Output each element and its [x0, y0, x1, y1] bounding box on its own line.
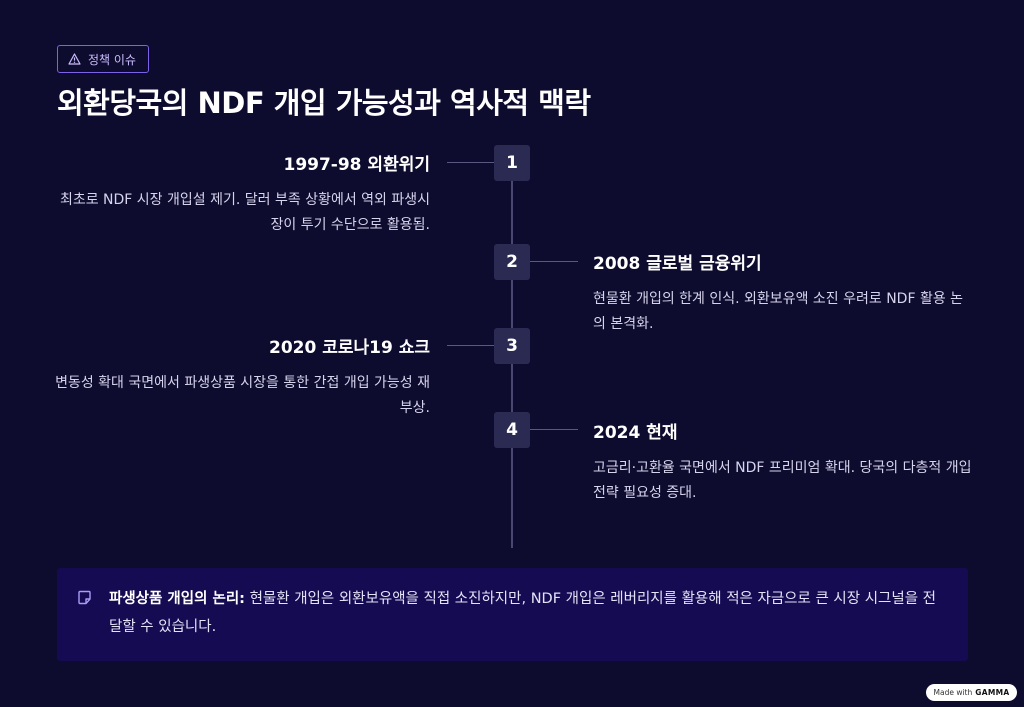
event-description: 최초로 NDF 시장 개입설 제기. 달러 부족 상황에서 역외 파생시장이 투… [59, 192, 430, 233]
page-title: 외환당국의 NDF 개입 가능성과 역사적 맥락 [57, 86, 591, 120]
note-icon [77, 590, 92, 661]
callout-label: 파생상품 개입의 논리: [109, 591, 245, 607]
timeline-connector [447, 162, 495, 163]
event-title: 2024 현재 [593, 423, 678, 443]
logic-callout: 파생상품 개입의 논리: 현물환 개입은 외환보유액을 직접 소진하지만, ND… [57, 568, 968, 661]
timeline-connector [530, 429, 578, 430]
timeline-connector [530, 261, 578, 262]
timeline-marker-1: 1 [494, 145, 530, 181]
timeline-marker-3: 3 [494, 328, 530, 364]
timeline-marker-2: 2 [494, 244, 530, 280]
event-title: 2020 코로나19 쇼크 [268, 338, 430, 358]
made-with-label: Made with [933, 688, 973, 697]
callout-body: 현물환 개입은 외환보유액을 직접 소진하지만, NDF 개입은 레버리지를 활… [109, 591, 937, 635]
callout-text: 파생상품 개입의 논리: 현물환 개입은 외환보유액을 직접 소진하지만, ND… [109, 585, 946, 661]
timeline-event-3: 2020 코로나19 쇼크 변동성 확대 국면에서 파생상품 시장을 통한 간접… [50, 333, 430, 421]
event-description: 현물환 개입의 한계 인식. 외환보유액 소진 우려로 NDF 활용 논의 본격… [593, 291, 964, 332]
event-description: 고금리·고환율 국면에서 NDF 프리미엄 확대. 당국의 다층적 개입 전략 … [593, 460, 972, 501]
gamma-logo: GAMMA [975, 688, 1010, 697]
made-with-gamma-badge[interactable]: Made with GAMMA [926, 684, 1017, 701]
timeline-marker-4: 4 [494, 412, 530, 448]
timeline-event-1: 1997-98 외환위기 최초로 NDF 시장 개입설 제기. 달러 부족 상황… [50, 150, 430, 238]
event-title: 1997-98 외환위기 [283, 155, 430, 175]
warning-icon [68, 53, 81, 65]
timeline-connector [447, 345, 495, 346]
timeline-event-2: 2008 글로벌 금융위기 현물환 개입의 한계 인식. 외환보유액 소진 우려… [593, 249, 973, 337]
badge-label: 정책 이슈 [88, 52, 136, 67]
policy-issue-badge: 정책 이슈 [57, 45, 149, 73]
timeline-event-4: 2024 현재 고금리·고환율 국면에서 NDF 프리미엄 확대. 당국의 다층… [593, 418, 973, 506]
event-description: 변동성 확대 국면에서 파생상품 시장을 통한 간접 개입 가능성 재부상. [55, 375, 430, 416]
event-title: 2008 글로벌 금융위기 [593, 254, 762, 274]
